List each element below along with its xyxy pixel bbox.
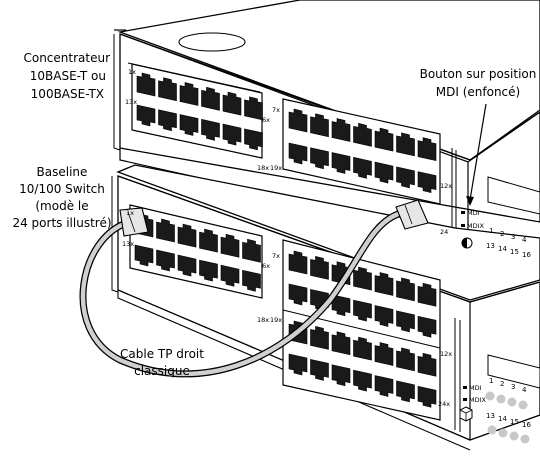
bottom-label-19x: 19x <box>270 316 282 324</box>
top-label-6x: 6x <box>262 116 270 124</box>
bottom-label-18x: 18x <box>257 316 269 324</box>
bottom-label-1x: 1x <box>126 209 134 217</box>
bottom-mdi-indicator <box>463 386 467 389</box>
bottom-label-6x: 6x <box>262 262 270 270</box>
bottom-mdi-label: MDI <box>469 384 482 392</box>
bottom-mdix-label: MDIX <box>469 396 487 404</box>
top-label-18x: 18x <box>257 164 269 172</box>
bottom-led-num-16: 16 <box>522 421 531 429</box>
bottom-led-num-14: 14 <box>498 415 507 423</box>
top-label-1x: 1x <box>128 68 136 76</box>
top-label-12x: 12x <box>440 182 452 190</box>
callout-hub-line-2: 10BASE-T ou <box>30 69 106 83</box>
bottom-label-7x: 7x <box>272 252 280 260</box>
callout-switch-line-3: (modè le <box>35 199 88 213</box>
top-led-num-2: 2 <box>500 230 504 238</box>
bottom-led-num-2: 2 <box>500 380 504 388</box>
bottom-led-num-15: 15 <box>510 418 519 426</box>
top-mdix-label: MDIX <box>467 222 485 230</box>
callout-cable-line-2: classique <box>134 364 190 378</box>
callout-button-line-1: Bouton sur position <box>420 67 537 81</box>
top-label-7x: 7x <box>272 106 280 114</box>
top-label-13x: 13x <box>125 98 137 106</box>
bottom-mdi-button-icon[interactable] <box>460 407 472 421</box>
callout-switch: Baseline 10/100 Switch (modè le 24 ports… <box>12 165 111 230</box>
bottom-label-12x: 12x <box>440 350 452 358</box>
top-led-num-1: 1 <box>489 227 493 235</box>
callout-switch-line-4: 24 ports illustré) <box>12 216 111 230</box>
top-label-24: 24 <box>440 228 448 236</box>
bottom-led-num-3: 3 <box>511 383 515 391</box>
bottom-led-num-4: 4 <box>522 386 527 394</box>
callout-switch-line-1: Baseline <box>37 165 88 179</box>
callout-hub-line-1: Concentrateur <box>23 51 110 65</box>
bottom-label-13x: 13x <box>122 240 134 248</box>
top-unit-mount-hole <box>179 33 245 51</box>
top-led-num-15: 15 <box>510 248 519 256</box>
top-led-num-14: 14 <box>498 245 507 253</box>
callout-button-line-2: MDI (enfoncé) <box>436 85 520 99</box>
top-led-num-3: 3 <box>511 233 515 241</box>
top-led-num-4: 4 <box>522 236 527 244</box>
top-label-19x: 19x <box>270 164 282 172</box>
top-led-num-16: 16 <box>522 251 531 259</box>
callout-switch-line-2: 10/100 Switch <box>19 182 105 196</box>
top-led-num-13: 13 <box>486 242 495 250</box>
callout-hub-line-3: 100BASE-TX <box>31 87 104 101</box>
bottom-led-num-13: 13 <box>486 412 495 420</box>
top-mdi-indicator <box>461 211 465 214</box>
top-mdi-button-icon[interactable] <box>462 238 472 248</box>
bottom-label-24x: 24x <box>438 400 450 408</box>
bottom-led-num-1: 1 <box>489 377 493 385</box>
bottom-mdix-indicator <box>463 398 467 401</box>
callout-hub: Concentrateur 10BASE-T ou 100BASE-TX <box>23 51 110 101</box>
top-mdi-label: MDI <box>467 209 480 217</box>
top-mdix-indicator <box>461 224 465 227</box>
callout-cable-line-1: Cable TP droit <box>120 347 204 361</box>
